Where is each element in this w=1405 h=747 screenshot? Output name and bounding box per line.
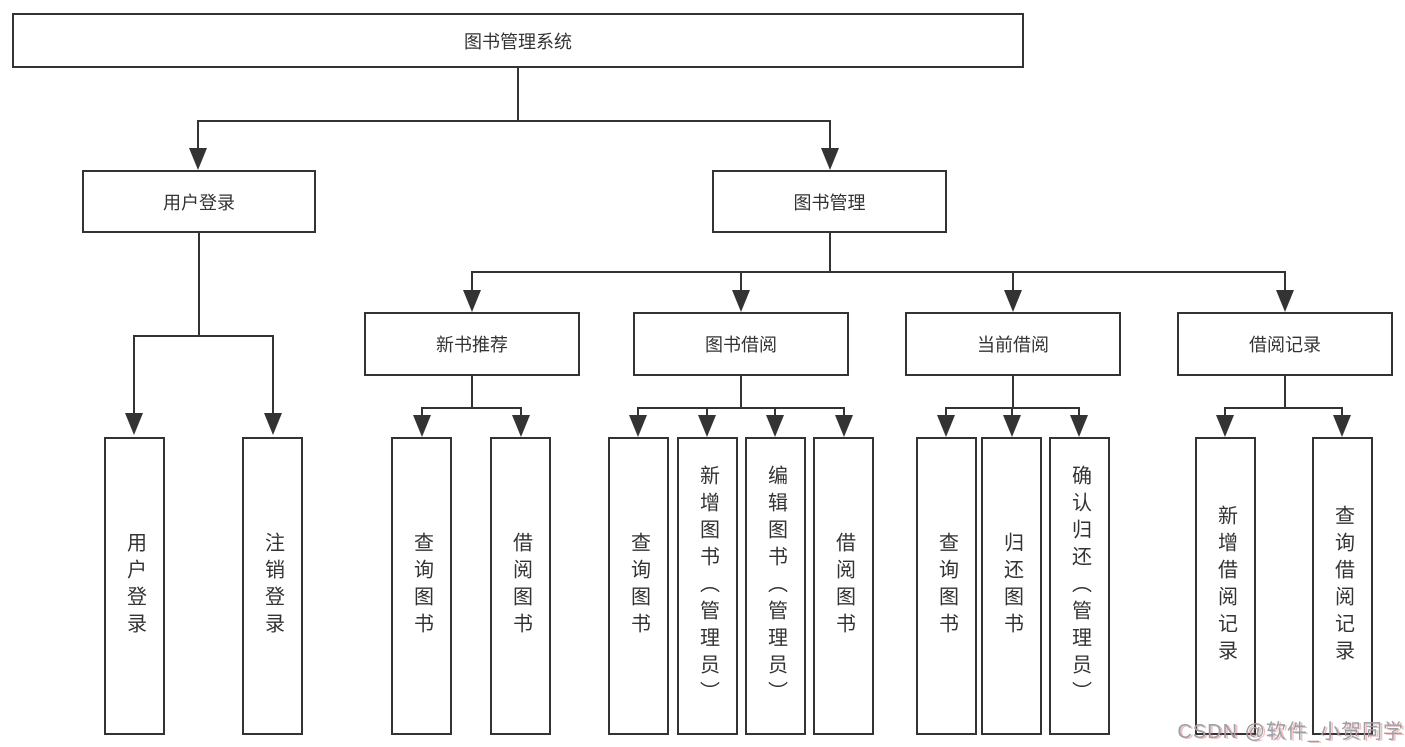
node-user-login: 用户登录 [82, 170, 316, 233]
leaf-add-book-admin: 新增图书（管理员） [677, 437, 738, 735]
arrowhead-down [264, 413, 282, 435]
connector-line [843, 407, 845, 417]
connector-line [1078, 407, 1080, 417]
leaf-logout-login: 注销登录 [242, 437, 303, 735]
connector-line [197, 120, 831, 122]
connector-line [637, 407, 844, 409]
node-book-borrowing: 图书借阅 [633, 312, 849, 376]
connector-line [471, 376, 473, 409]
connector-line [198, 233, 200, 337]
connector-line [829, 120, 831, 154]
leaf-edit-book-admin: 编辑图书（管理员） [745, 437, 806, 735]
arrowhead-down [413, 415, 431, 437]
connector-line [1011, 407, 1013, 417]
arrowhead-down [1070, 415, 1088, 437]
connector-line [520, 407, 522, 417]
connector-line [945, 407, 947, 417]
connector-line [1341, 407, 1343, 417]
arrowhead-down [629, 415, 647, 437]
connector-line [740, 376, 742, 409]
arrowhead-down [732, 290, 750, 312]
arrowhead-down [821, 148, 839, 170]
node-borrowing-records: 借阅记录 [1177, 312, 1393, 376]
connector-line [774, 407, 776, 417]
connector-line [1224, 407, 1226, 417]
connector-line [1012, 271, 1014, 293]
csdn-watermark: CSDN @软件_小贺同学 [1177, 721, 1404, 743]
arrowhead-down [125, 413, 143, 435]
arrowhead-down [1004, 290, 1022, 312]
arrowhead-down [698, 415, 716, 437]
leaf-confirm-return-admin: 确认归还（管理员） [1049, 437, 1110, 735]
leaf-query-books-borrowing: 查询图书 [608, 437, 669, 735]
arrowhead-down [937, 415, 955, 437]
connector-line [637, 407, 639, 417]
connector-line [706, 407, 708, 417]
arrowhead-down [463, 290, 481, 312]
arrowhead-down [512, 415, 530, 437]
leaf-add-borrow-record: 新增借阅记录 [1195, 437, 1256, 735]
connector-line [421, 407, 423, 417]
connector-line [1224, 407, 1343, 409]
arrowhead-down [1333, 415, 1351, 437]
arrowhead-down [1216, 415, 1234, 437]
connector-line [133, 335, 135, 415]
connector-line [471, 271, 1286, 273]
connector-line [471, 271, 473, 293]
leaf-query-borrow-record: 查询借阅记录 [1312, 437, 1373, 735]
node-library-system: 图书管理系统 [12, 13, 1024, 68]
leaf-query-books-current: 查询图书 [916, 437, 977, 735]
connector-line [517, 68, 519, 122]
leaf-user-login: 用户登录 [104, 437, 165, 735]
connector-line [1284, 271, 1286, 293]
leaf-borrow-books-borrowing: 借阅图书 [813, 437, 874, 735]
arrowhead-down [835, 415, 853, 437]
node-current-borrowing: 当前借阅 [905, 312, 1121, 376]
connector-line [197, 120, 199, 154]
leaf-query-books-recommend: 查询图书 [391, 437, 452, 735]
arrowhead-down [1276, 290, 1294, 312]
node-new-book-recommend: 新书推荐 [364, 312, 580, 376]
arrowhead-down [189, 148, 207, 170]
connector-line [1284, 376, 1286, 409]
connector-line [740, 271, 742, 293]
node-book-management: 图书管理 [712, 170, 947, 233]
connector-line [829, 233, 831, 273]
arrowhead-down [1003, 415, 1021, 437]
connector-line [272, 335, 274, 415]
connector-line [1012, 376, 1014, 409]
leaf-borrow-books-recommend: 借阅图书 [490, 437, 551, 735]
leaf-return-books: 归还图书 [981, 437, 1042, 735]
arrowhead-down [766, 415, 784, 437]
connector-line [421, 407, 522, 409]
connector-line [133, 335, 274, 337]
